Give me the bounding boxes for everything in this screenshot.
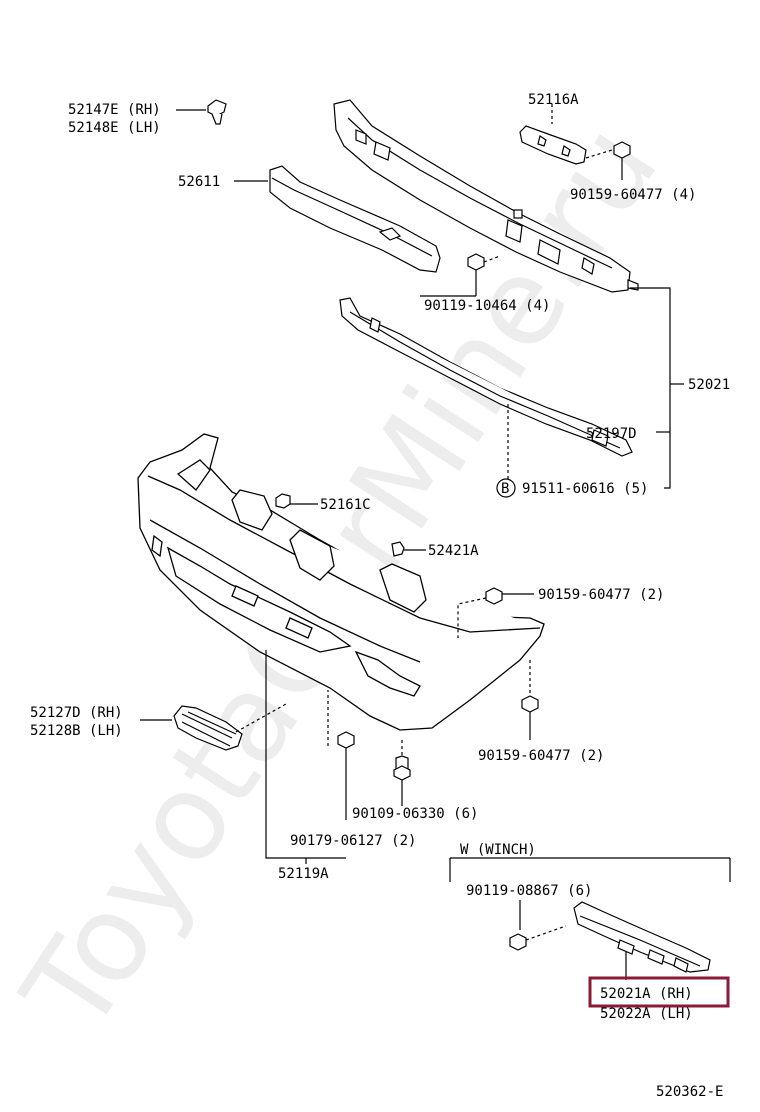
bumper-cover-drawing bbox=[137, 433, 545, 731]
nut-90179-drawing bbox=[327, 690, 355, 820]
label-52021a: 52021A (RH) bbox=[600, 986, 693, 1002]
bolt-90159-lower-drawing bbox=[521, 660, 539, 740]
reinforcement-52611-drawing bbox=[234, 165, 441, 273]
winch-inset-frame bbox=[449, 857, 731, 882]
label-91511-60616: 91511-60616 (5) bbox=[522, 481, 648, 497]
highlight-box bbox=[588, 976, 730, 1008]
bracket-52116a-drawing bbox=[519, 104, 631, 180]
clip-52147e-drawing bbox=[176, 99, 227, 125]
label-52161c: 52161C bbox=[320, 497, 371, 513]
mark-b-letter: B bbox=[501, 481, 509, 497]
label-90159-60477-2b: 90159-60477 (2) bbox=[478, 748, 604, 764]
mark-b-circle bbox=[496, 478, 516, 498]
label-52022a: 52022A (LH) bbox=[600, 1006, 693, 1022]
bolt-90119-10464-drawing bbox=[420, 253, 501, 297]
label-52197d: 52197D bbox=[586, 426, 637, 442]
label-52611: 52611 bbox=[178, 174, 220, 190]
bracket-52119a-lines bbox=[265, 650, 346, 864]
bolt-90109-drawing bbox=[393, 740, 411, 806]
clip-52421a-drawing bbox=[391, 541, 426, 557]
label-90159-60477-4: 90159-60477 (4) bbox=[570, 187, 696, 203]
label-90119-10464: 90119-10464 (4) bbox=[424, 298, 550, 314]
label-90109-06330: 90109-06330 (6) bbox=[352, 806, 478, 822]
bolt-90159-upper-drawing bbox=[457, 587, 534, 638]
reinforcement-52021-drawing bbox=[333, 99, 639, 293]
label-52021: 52021 bbox=[688, 377, 730, 393]
label-52128b: 52128B (LH) bbox=[30, 723, 123, 739]
diagram-code: 520362-E bbox=[656, 1084, 723, 1100]
label-90119-08867: 90119-08867 (6) bbox=[466, 883, 592, 899]
label-52119a: 52119A bbox=[278, 866, 329, 882]
bracket-52021a-drawing bbox=[509, 900, 711, 980]
clip-52161c-drawing bbox=[275, 493, 318, 509]
bracket-52021-lines bbox=[630, 287, 684, 489]
label-52147e: 52147E (RH) bbox=[68, 102, 161, 118]
reinforcement-52197d-drawing bbox=[339, 297, 633, 484]
label-52116a: 52116A bbox=[528, 92, 579, 108]
label-52421a: 52421A bbox=[428, 543, 479, 559]
label-90159-60477-2a: 90159-60477 (2) bbox=[538, 587, 664, 603]
label-52127d: 52127D (RH) bbox=[30, 705, 123, 721]
label-winch: W (WINCH) bbox=[460, 842, 536, 858]
label-90179-06127: 90179-06127 (2) bbox=[290, 833, 416, 849]
label-52148e: 52148E (LH) bbox=[68, 120, 161, 136]
grille-52127d-drawing bbox=[140, 703, 287, 751]
